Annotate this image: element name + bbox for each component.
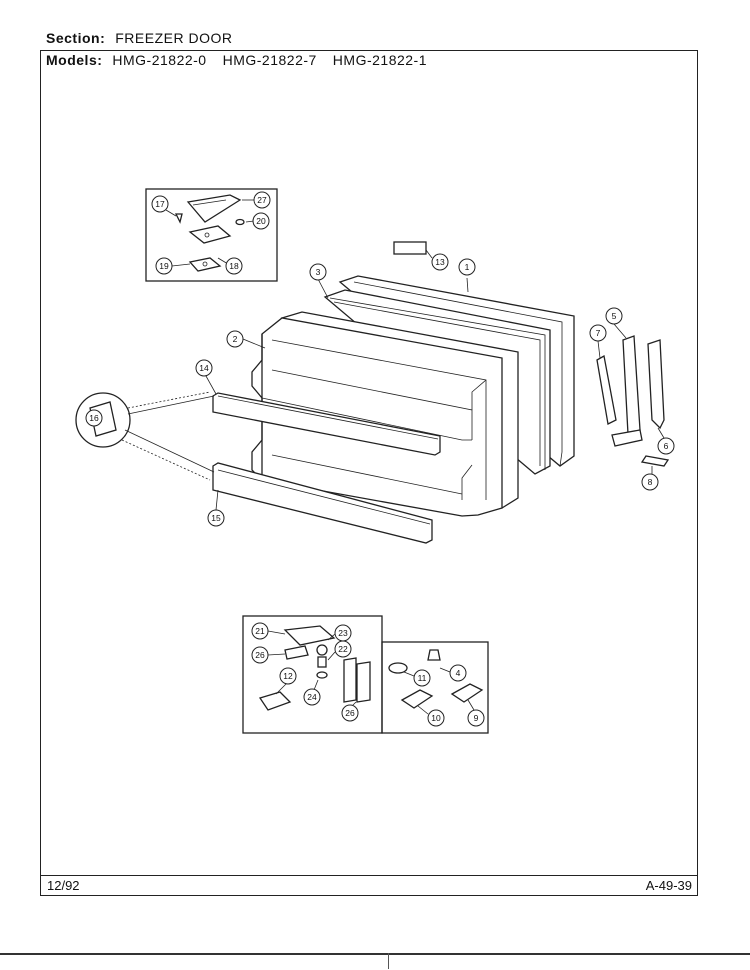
callout-number: 13 [435,257,445,267]
callout-number: 5 [612,311,617,321]
page-bottom-rule [0,953,750,955]
callout-26-lower: 26 [341,701,359,722]
callout-number: 17 [155,199,165,209]
section-heading: Section: FREEZER DOOR [46,30,232,46]
callout-9: 9 [467,699,485,727]
callout-number: 16 [89,413,99,423]
callout-22: 22 [327,640,352,661]
callout-4: 4 [439,664,467,682]
callout-number: 6 [664,441,669,451]
callout-number: 7 [596,328,601,338]
callout-number: 9 [474,713,479,723]
callout-12: 12 [275,667,297,695]
callout-17: 17 [151,195,177,217]
door-shelf-upper [212,392,441,456]
callout-14: 14 [195,359,217,395]
footer-rule [40,875,698,876]
callout-8: 8 [641,466,659,491]
page-code: A-49-39 [645,878,692,893]
callout-13: 13 [425,249,449,271]
callout-3: 3 [309,263,329,299]
model-number: HMG-21822-1 [332,52,427,68]
callout-7: 7 [589,324,607,359]
diagram-frame [40,50,698,896]
callout-27-upper: 27 [242,191,271,209]
callout-2: 2 [226,330,266,349]
callout-number: 1 [465,262,470,272]
callout-23: 23 [327,624,352,642]
callout-number: 15 [211,513,221,523]
callout-15: 15 [207,489,225,527]
callout-number: 23 [338,628,348,638]
callout-number: 26 [345,708,355,718]
model-number: HMG-21822-7 [222,52,317,68]
callout-number: 14 [199,363,209,373]
section-label: Section: [46,30,106,46]
callout-number: 18 [229,261,239,271]
callout-number: 11 [418,673,427,683]
callout-1: 1 [458,258,476,293]
inner-door-liner [251,311,519,517]
callout-number: 8 [648,477,653,487]
callout-18: 18 [217,257,243,275]
door-shelf-lower [212,462,433,544]
models-label: Models: [46,52,103,68]
callout-5: 5 [605,307,627,339]
models-heading: Models: HMG-21822-0 HMG-21822-7 HMG-21822-1 [46,52,443,68]
callout-6: 6 [657,427,675,455]
inset-plugs-covers [381,641,489,734]
callout-number: 12 [283,671,293,681]
inset-top-hinge [145,188,278,282]
callout-24: 24 [303,679,321,706]
callout-number: 26 [255,650,265,660]
label-plate [393,241,427,255]
callout-19: 19 [155,257,191,275]
callout-number: 22 [338,644,348,654]
callout-number: 24 [307,692,317,702]
callout-26-upper: 26 [251,646,286,664]
callout-number: 10 [431,713,441,723]
date-code: 12/92 [47,878,80,893]
callout-number: 3 [316,267,321,277]
inset-bottom-hinge [242,615,383,734]
callout-11: 11 [403,669,431,687]
callout-number: 20 [256,216,266,226]
callout-21: 21 [251,622,286,640]
callout-number: 27 [257,195,267,205]
callout-10: 10 [417,705,445,727]
callout-number: 19 [159,261,169,271]
shelf-end-cap-detail [75,391,215,481]
callout-number: 4 [456,668,461,678]
callout-number: 2 [233,334,238,344]
callout-16: 16 [85,409,103,427]
callout-number: 21 [255,626,265,636]
page-bottom-tick [388,953,389,969]
callout-20: 20 [245,212,270,230]
section-value: FREEZER DOOR [115,30,233,46]
model-number: HMG-21822-0 [112,52,207,68]
door-handle-parts [596,335,670,467]
